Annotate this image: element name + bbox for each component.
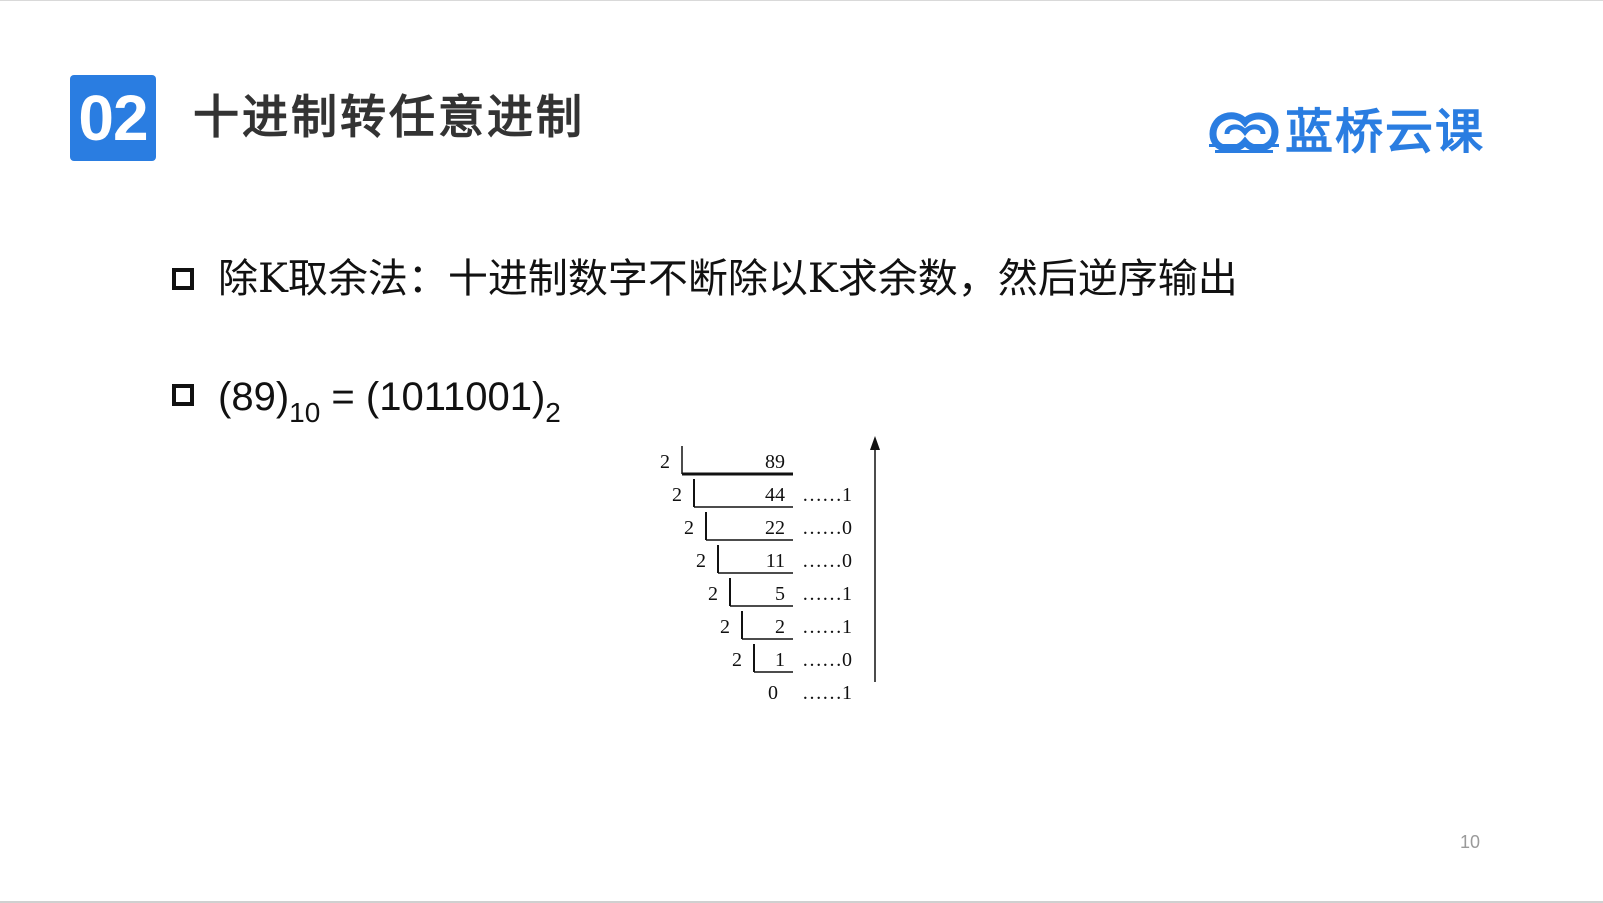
- section-number-badge: 02: [70, 75, 156, 161]
- divisor-label: 2: [708, 583, 718, 605]
- remainder-label: ……0: [802, 517, 852, 539]
- brand-logo: 蓝桥云课: [1205, 100, 1515, 164]
- read-order-arrow-head: [870, 436, 880, 450]
- remainder-label: ……1: [802, 682, 852, 704]
- method-description: 除K取余法：十进制数字不断除以K求余数，然后逆序输出: [218, 256, 1238, 302]
- remainder-label: ……1: [802, 583, 852, 605]
- dividend-value: 1: [775, 649, 785, 671]
- dividend-value: 44: [765, 484, 785, 506]
- divisor-label: 2: [696, 550, 706, 572]
- divisor-label: 2: [672, 484, 682, 506]
- divisor-label: 2: [732, 649, 742, 671]
- remainder-label: ……0: [802, 649, 852, 671]
- dividend-value: 89: [765, 451, 785, 473]
- remainder-label: ……0: [802, 550, 852, 572]
- top-divider: [0, 0, 1603, 1]
- equation-equals: =: [320, 375, 366, 419]
- lanqiao-logo-icon: [1209, 112, 1279, 153]
- equation-base-2: 2: [545, 397, 561, 428]
- divisor-label: 2: [684, 517, 694, 539]
- dividend-value: 22: [765, 517, 785, 539]
- remainder-label: ……1: [802, 616, 852, 638]
- divisor-label: 2: [720, 616, 730, 638]
- remainder-label: ……1: [802, 484, 852, 506]
- conversion-equation: (89)10 = (1011001)2: [218, 371, 561, 428]
- equation-decimal: (89): [218, 375, 290, 419]
- page-number: 10: [1460, 832, 1481, 852]
- dividend-value: 2: [775, 616, 785, 638]
- bullet-square-icon: [172, 384, 194, 406]
- equation-binary: (1011001): [365, 375, 546, 419]
- dividend-value: 11: [766, 550, 785, 572]
- bullet-square-icon: [172, 268, 194, 290]
- final-quotient: 0: [768, 682, 778, 704]
- logo-text: 蓝桥云课: [1285, 104, 1486, 160]
- divisor-label: 2: [660, 451, 670, 473]
- bottom-divider: [0, 901, 1603, 903]
- slide-title: 十进制转任意进制: [193, 90, 585, 144]
- equation-base-10: 10: [289, 397, 321, 428]
- dividend-value: 5: [775, 583, 785, 605]
